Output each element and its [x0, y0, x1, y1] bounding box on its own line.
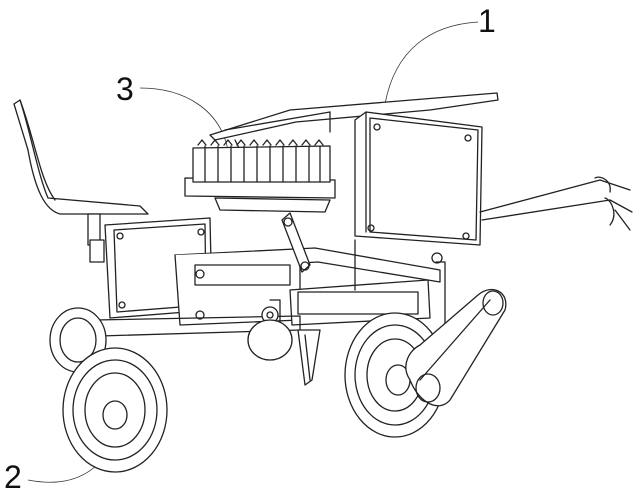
callout-label-2: 2: [4, 459, 22, 495]
drive-shaft: [261, 299, 281, 329]
handlebar: [479, 176, 633, 231]
leader-line-1: [384, 21, 479, 105]
middle-wheel: [247, 319, 293, 361]
track-belt: [405, 289, 507, 407]
main-frame: [89, 239, 446, 361]
seed-bottle-rack: [184, 139, 336, 213]
control-box: [354, 111, 483, 246]
rear-left-wheel: [62, 347, 168, 473]
callout-label-1: 1: [478, 3, 496, 39]
callout-label-3: 3: [116, 71, 134, 107]
seeding-tooth: [297, 329, 321, 386]
crank-lever: [281, 212, 311, 273]
seat: [13, 99, 149, 263]
